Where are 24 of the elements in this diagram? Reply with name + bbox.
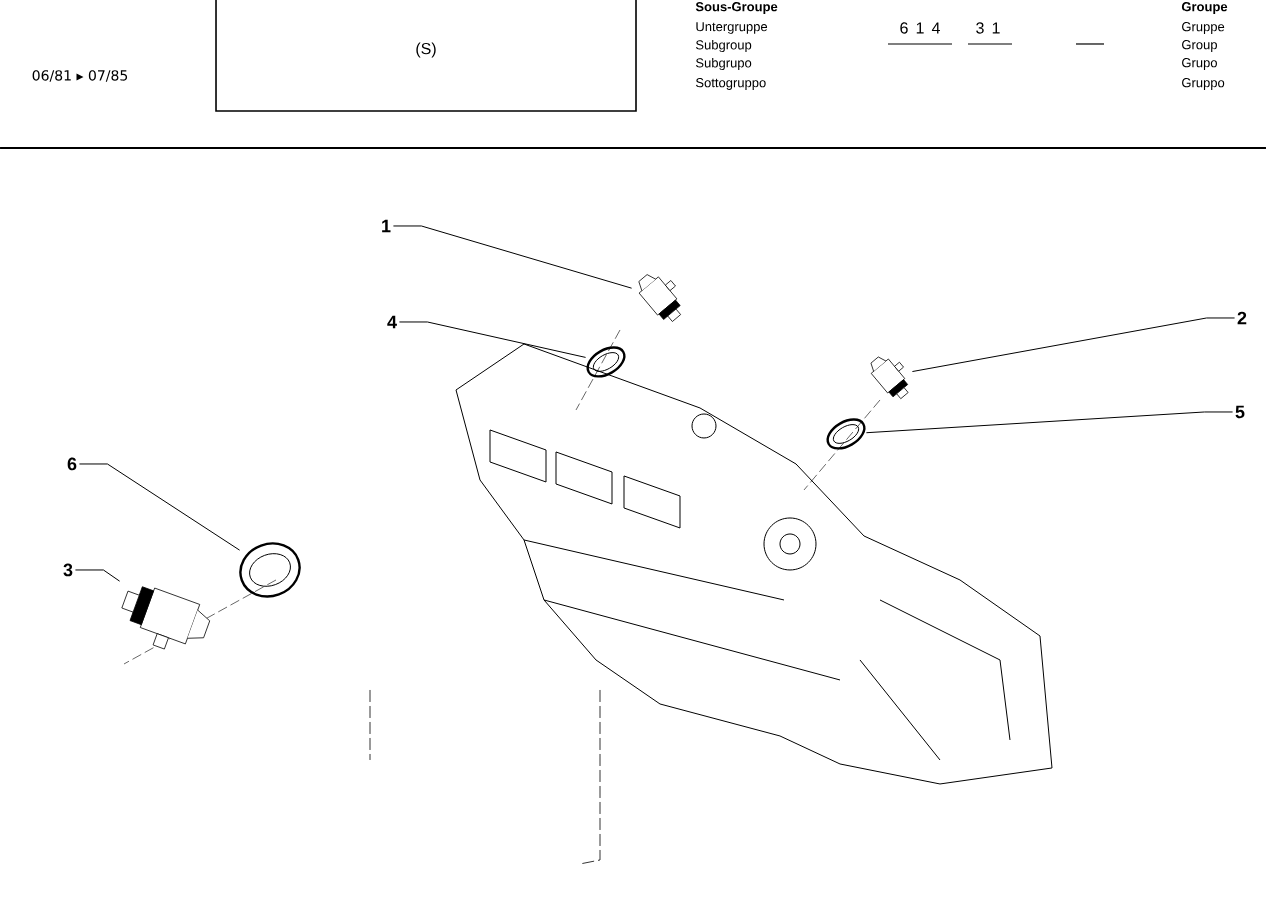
sensor-drawing: [638, 274, 682, 322]
leader-line: [392, 225, 633, 289]
seal-ring-drawing: [826, 418, 866, 450]
digit: 4: [931, 22, 940, 34]
callout-number: 1: [382, 219, 391, 233]
callout-number: 6: [67, 457, 77, 471]
digit: 3: [976, 22, 984, 34]
digit: 1: [992, 22, 1000, 34]
leader-line: [865, 411, 1234, 434]
seal-ring-drawing: [586, 346, 626, 378]
callout-number: 3: [63, 563, 73, 577]
sensor-drawing: [870, 356, 909, 400]
callout-number: 4: [387, 315, 397, 329]
leader-line: [78, 463, 241, 551]
callout-number: 5: [1235, 405, 1245, 419]
digit: 1: [916, 22, 924, 34]
leader-line: [74, 569, 121, 582]
group-box: (S): [215, 0, 637, 112]
leader-line: [398, 321, 587, 358]
leader-line: [911, 317, 1236, 373]
digit: 6: [900, 22, 908, 34]
callout-number: 2: [1237, 311, 1247, 325]
sensor-drawing: [121, 586, 211, 650]
seal-ring-drawing: [239, 542, 301, 598]
